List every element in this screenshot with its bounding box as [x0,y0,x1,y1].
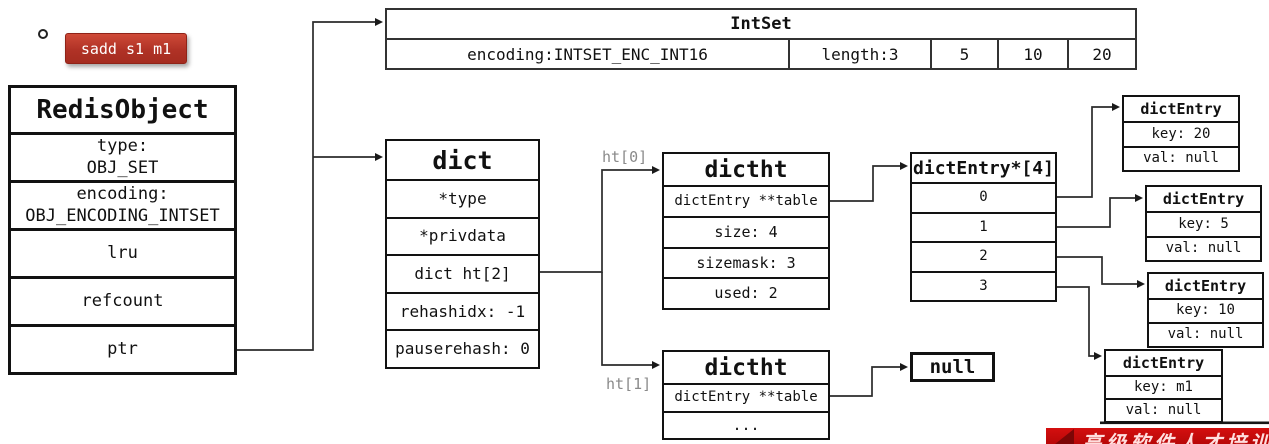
redis-object-title: RedisObject [11,88,234,135]
null-box: null [910,352,995,382]
dict-entry-20-key: key: 20 [1124,123,1238,148]
dict-field-rehashidx: rehashidx: -1 [387,294,538,332]
dict-field-pauserehash: pauserehash: 0 [395,339,530,359]
arrow-slot0-to-entry20 [1057,103,1120,198]
redis-field-lru: lru [11,231,234,279]
intset-title: IntSet [387,10,1135,40]
dictht0-field-size: size: 4 [664,218,828,249]
intset-box: IntSet encoding:INTSET_ENC_INT16 length:… [385,8,1137,70]
command-badge: sadd s1 m1 [65,33,187,64]
ht1-pointer-label: ht[1] [606,375,652,393]
dictht0-box: dictht dictEntry **table size: 4 sizemas… [662,152,830,310]
redis-object-box: RedisObject type: OBJ_SET encoding: OBJ_… [8,85,237,375]
arrow-slot3-to-entrym1 [1057,286,1102,360]
arrow-ptr-to-intset [237,18,383,351]
redis-field-encoding: encoding: OBJ_ENCODING_INTSET [11,183,234,231]
bullet-marker [38,29,48,39]
dict-entry-5-box: dictEntry key: 5 val: null [1145,185,1262,262]
entry-array-box: dictEntry*[4] 0 1 2 3 [910,152,1057,302]
entry-array-slot-0: 0 [912,184,1055,214]
dict-entry-10-key: key: 10 [1149,300,1262,324]
intset-cell-value-5: 5 [932,40,999,68]
intset-cell-value-10: 10 [999,40,1069,68]
dict-entry-20-val: val: null [1143,150,1219,166]
dict-entry-5-title: dictEntry [1147,187,1260,213]
dict-field-type: *type [387,181,538,219]
dict-entry-m1-box: dictEntry key: m1 val: null [1104,349,1223,423]
ribbon-text: 高级软件人才培训 [1082,431,1269,444]
dict-entry-m1-key: key: m1 [1106,377,1221,400]
dictht0-title: dictht [664,154,828,187]
intset-cell-length: length:3 [790,40,932,68]
entry-array-slot-2: 2 [912,243,1055,273]
arrow-slot2-to-entry10 [1057,256,1145,288]
dict-field-privdata: *privdata [387,219,538,257]
dict-entry-m1-val: val: null [1125,401,1202,418]
dict-entry-5-key: key: 5 [1147,213,1260,238]
dictht1-field-ellipsis: ... [732,415,760,434]
arrow-dict-to-dictht1 [601,272,660,369]
intset-cells-row: encoding:INTSET_ENC_INT16 length:3 5 10 … [387,40,1135,68]
dictht1-box: dictht dictEntry **table ... [662,350,830,440]
intset-cell-encoding: encoding:INTSET_ENC_INT16 [387,40,790,68]
dict-field-ht: dict ht[2] [387,256,538,294]
dict-entry-10-box: dictEntry key: 10 val: null [1147,272,1264,348]
dictht1-title: dictht [664,352,828,385]
dict-entry-10-title: dictEntry [1149,274,1262,300]
dict-entry-20-box: dictEntry key: 20 val: null [1122,95,1240,172]
intset-cell-value-20: 20 [1092,44,1112,64]
dict-entry-m1-title: dictEntry [1106,351,1221,377]
arrow-dict-to-dictht0 [540,166,660,273]
entry-array-slot-1: 1 [912,214,1055,243]
redis-field-type: type: OBJ_SET [11,135,234,183]
entry-array-title: dictEntry*[4] [912,154,1055,184]
dict-box: dict *type *privdata dict ht[2] rehashid… [385,139,540,369]
dict-title: dict [387,141,538,181]
arrow-table0-to-entry-array [830,162,908,202]
redis-field-ptr: ptr [107,338,138,359]
entry-array-slot-3: 3 [979,277,988,294]
arrow-table1-to-null [830,363,908,397]
dict-entry-20-title: dictEntry [1124,97,1238,123]
ht0-pointer-label: ht[0] [602,148,648,166]
dict-entry-10-val: val: null [1167,326,1244,343]
dictht0-field-sizemask: sizemask: 3 [664,249,828,280]
arrow-slot1-to-entry5 [1057,194,1143,228]
redis-field-refcount: refcount [11,279,234,327]
dictht0-field-used: used: 2 [714,284,778,303]
dictht1-field-table: dictEntry **table [664,385,828,413]
training-watermark-ribbon: 高级软件人才培训 [1040,428,1269,444]
dict-entry-5-val: val: null [1165,240,1242,256]
dictht0-field-table: dictEntry **table [664,187,828,218]
